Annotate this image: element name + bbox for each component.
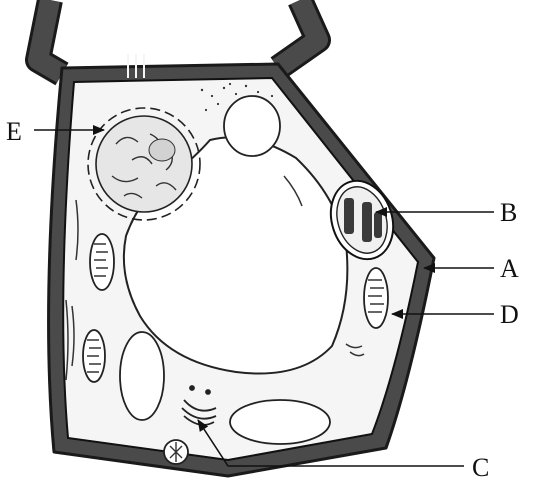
label-d: D xyxy=(500,300,519,329)
mitochondrion xyxy=(364,268,388,328)
mitochondrion xyxy=(83,330,105,382)
label-a: A xyxy=(500,254,519,283)
nucleolus xyxy=(149,139,175,161)
label-b: B xyxy=(500,198,517,227)
mitochondrion xyxy=(90,234,114,290)
peroxisome xyxy=(164,440,188,464)
label-c: C xyxy=(472,453,489,482)
vesicle xyxy=(224,96,280,156)
label-e: E xyxy=(6,117,22,146)
vesicle xyxy=(120,332,164,420)
vesicle xyxy=(230,400,330,444)
